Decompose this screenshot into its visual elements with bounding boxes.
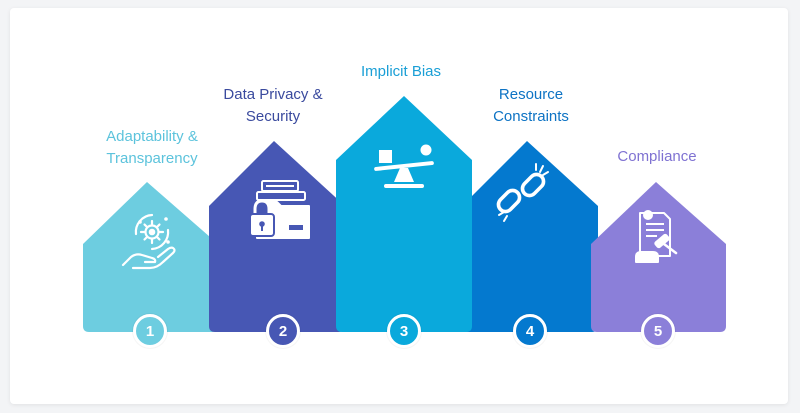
step-1-label-line-1: Adaptability & xyxy=(106,128,198,145)
step-1-number-badge: 1 xyxy=(133,314,167,348)
step-1-label: Adaptability & Transparency xyxy=(72,126,232,170)
step-2-label-line-2: Security xyxy=(245,108,301,125)
step-3-number-badge: 3 xyxy=(387,314,421,348)
folder-lock-icon xyxy=(249,180,310,239)
step-3-label: Implicit Bias xyxy=(321,61,481,83)
step-1-label-line-2: Transparency xyxy=(106,150,198,167)
step-4-shape xyxy=(462,141,598,332)
step-4-label: Resource Constraints xyxy=(451,84,611,128)
gear-hand-icon xyxy=(121,213,176,270)
broken-link-icon xyxy=(496,163,549,222)
step-4-number-badge: 4 xyxy=(513,314,547,348)
step-3-shape xyxy=(336,96,472,332)
scale-icon xyxy=(374,144,434,188)
step-5-label-line-1: Compliance xyxy=(617,148,697,165)
step-2-label-line-1: Data Privacy & xyxy=(223,86,323,103)
step-5-number-badge: 5 xyxy=(641,314,675,348)
step-3-label-line-1: Implicit Bias xyxy=(360,63,442,80)
step-4-label-line-2: Constraints xyxy=(493,108,569,125)
step-2-number-badge: 2 xyxy=(266,314,300,348)
step-5-label: Compliance xyxy=(577,146,737,168)
legal-document-icon xyxy=(635,210,678,263)
step-2-label: Data Privacy & Security xyxy=(193,84,353,128)
step-4-label-line-1: Resource xyxy=(498,86,564,103)
